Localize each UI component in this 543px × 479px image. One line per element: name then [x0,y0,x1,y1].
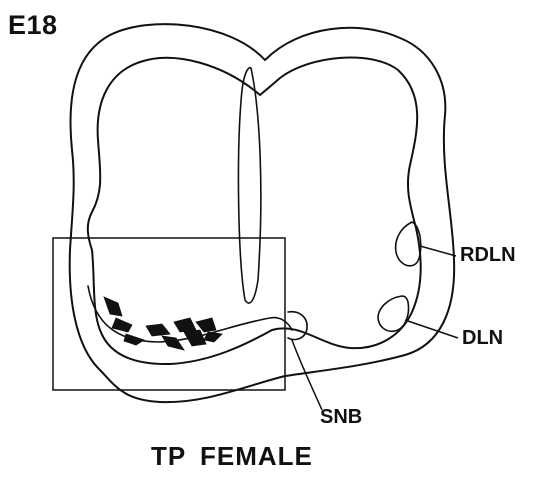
dln-nucleus [378,296,409,331]
rdln-nucleus [396,222,421,266]
dln-leader-line [405,320,458,338]
snb-label: SNB [320,407,362,427]
neuron [162,336,184,350]
central-canal [238,68,260,303]
rdln-label: RDLN [460,245,516,265]
neuron [146,324,170,336]
neuron [174,318,196,332]
neuron [104,297,122,316]
rdln-leader-line [420,246,456,256]
outer-boundary [70,24,454,402]
dln-label: DLN [462,328,503,348]
inset-box [53,238,285,390]
figure-caption: TP FEMALE [151,443,313,469]
gray-matter-boundary [88,58,421,365]
neuron [112,318,132,332]
neuron [184,330,206,346]
age-label: E18 [8,12,58,39]
snb-nucleus [288,312,307,340]
neuron [124,334,144,345]
